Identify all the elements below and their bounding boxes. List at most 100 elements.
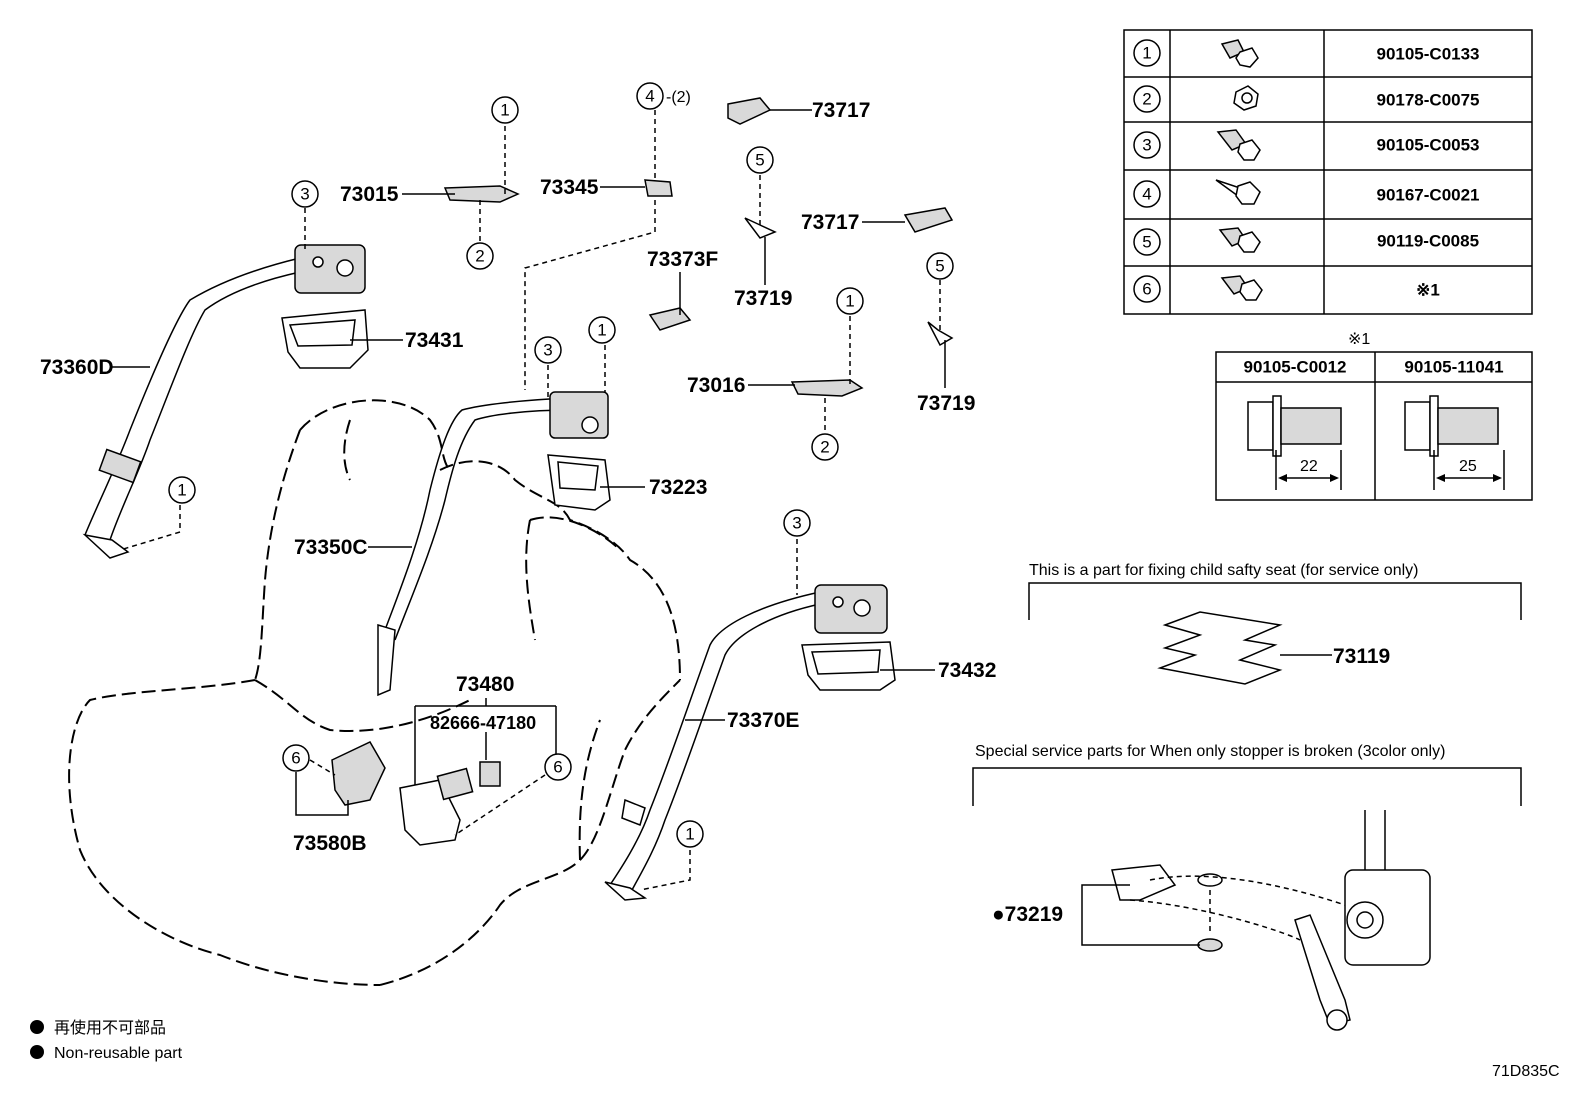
svg-text:6: 6 xyxy=(1142,280,1151,299)
bolt-icon xyxy=(1220,39,1259,68)
outer-belt-left-assembly xyxy=(82,244,369,559)
diagram-code: 71D835C xyxy=(1492,1063,1560,1080)
svg-text:6: 6 xyxy=(291,749,300,768)
part-labels: 73015 73345 73717 73717 73373F 73719 737… xyxy=(40,99,1390,926)
label-73370E: 73370E xyxy=(727,709,799,732)
fastener-part-2: 90178-C0075 xyxy=(1376,91,1479,110)
svg-text:2: 2 xyxy=(1142,90,1151,109)
child-seat-section: This is a part for fixing child safty se… xyxy=(1028,562,1522,620)
label-73480: 73480 xyxy=(456,673,514,696)
fastener-part-5: 90119-C0085 xyxy=(1377,232,1479,251)
note1-length-a: 22 xyxy=(1300,458,1318,475)
note1-table: ※1 90105-C0012 90105-11041 22 25 xyxy=(1215,331,1533,501)
svg-text:2: 2 xyxy=(820,438,829,457)
callout-1-a: 1 xyxy=(491,96,519,124)
svg-text:3: 3 xyxy=(1142,136,1151,155)
label-73717-lower: 73717 xyxy=(801,211,859,234)
outer-belt-right-assembly xyxy=(604,584,896,901)
svg-text:5: 5 xyxy=(1142,233,1151,252)
stopper-section: Special service parts for When only stop… xyxy=(972,743,1522,806)
non-reusable-bullet-icon xyxy=(30,1020,44,1034)
fastener-row-6: 6 ※1 xyxy=(1133,275,1440,303)
label-73719-left: 73719 xyxy=(734,287,792,310)
callout-3-c: 3 xyxy=(783,509,811,537)
fastener-part-1: 90105-C0133 xyxy=(1376,45,1479,64)
fastener-row-1: 1 90105-C0133 xyxy=(1133,39,1480,68)
label-73719-right: 73719 xyxy=(917,392,975,415)
fastener-part-3: 90105-C0053 xyxy=(1376,136,1479,155)
callout-2-b: 2 xyxy=(811,433,839,461)
flange-bolt-25-icon xyxy=(1404,395,1505,490)
stopper-note: Special service parts for When only stop… xyxy=(975,743,1445,760)
callout-5-b: 5 xyxy=(926,252,954,280)
child-seat-plate xyxy=(1157,611,1283,685)
note1-part-b: 90105-11041 xyxy=(1404,358,1503,377)
label-73223: 73223 xyxy=(649,476,707,499)
callout-1-d: 1 xyxy=(168,476,196,504)
callout-1-b: 1 xyxy=(836,287,864,315)
bolt-icon xyxy=(1216,129,1261,161)
child-seat-note: This is a part for fixing child safty se… xyxy=(1029,562,1418,579)
svg-text:1: 1 xyxy=(177,481,186,500)
note1-length-b: 25 xyxy=(1459,458,1477,475)
label-73119: 73119 xyxy=(1333,645,1390,668)
callout-1-c: 1 xyxy=(588,316,616,344)
fastener-row-3: 3 90105-C0053 xyxy=(1133,129,1480,161)
svg-text:3: 3 xyxy=(792,514,801,533)
brackets xyxy=(443,97,954,397)
svg-text:4: 4 xyxy=(1142,185,1151,204)
svg-text:3: 3 xyxy=(300,185,309,204)
label-73015: 73015 xyxy=(340,183,399,206)
callout-2-a: 2 xyxy=(466,242,494,270)
label-73717-upper: 73717 xyxy=(812,99,870,122)
note1-part-a: 90105-C0012 xyxy=(1243,358,1346,377)
non-reusable-bullet-icon xyxy=(30,1045,44,1059)
fastener-row-5: 5 90119-C0085 xyxy=(1133,227,1479,256)
center-belt-assembly xyxy=(377,391,611,697)
fastener-table: 1 90105-C0133 2 90178-C0075 3 90105-C005… xyxy=(1123,29,1533,315)
callout-1-e: 1 xyxy=(676,820,704,848)
fastener-row-4: 4 90167-C0021 xyxy=(1133,179,1480,208)
svg-text:1: 1 xyxy=(597,321,606,340)
fastener-row-2: 2 90178-C0075 xyxy=(1133,85,1480,113)
buckles xyxy=(331,741,501,846)
svg-text:1: 1 xyxy=(1142,44,1151,63)
legend-en: Non-reusable part xyxy=(54,1045,183,1062)
callout-6-a: 6 xyxy=(282,744,310,772)
label-73350C: 73350C xyxy=(294,536,368,559)
callout-3-a: 3 xyxy=(291,180,319,208)
label-73580B: 73580B xyxy=(293,832,367,855)
svg-text:1: 1 xyxy=(845,292,854,311)
nut-icon xyxy=(1233,85,1259,111)
tapping-screw-icon xyxy=(1215,179,1261,205)
label-73016: 73016 xyxy=(687,374,745,397)
label-73360D: 73360D xyxy=(40,356,114,379)
svg-text:1: 1 xyxy=(500,101,509,120)
rear-seat-outline xyxy=(68,399,681,986)
bolt-icon xyxy=(1220,275,1263,301)
callout-4-quantity: -(2) xyxy=(666,89,691,106)
callout-6-b: 6 xyxy=(544,753,572,781)
label-73345: 73345 xyxy=(540,176,599,199)
label-73432: 73432 xyxy=(938,659,996,682)
svg-text:5: 5 xyxy=(755,151,764,170)
leader-lines xyxy=(112,109,1332,946)
fastener-part-4: 90167-C0021 xyxy=(1376,186,1479,205)
callout-4-a: 4 xyxy=(636,82,664,110)
svg-text:6: 6 xyxy=(553,758,562,777)
flange-bolt-22-icon xyxy=(1247,395,1342,490)
label-82666-47180: 82666-47180 xyxy=(430,713,536,733)
callout-markers: 1 2 3 4 -(2) 5 5 1 2 3 1 1 3 1 6 6 xyxy=(168,82,954,848)
callout-dash-lines xyxy=(119,110,941,891)
legend: 再使用不可部品 Non-reusable part xyxy=(30,1019,183,1062)
svg-text:3: 3 xyxy=(543,341,552,360)
label-73431: 73431 xyxy=(405,329,464,352)
label-73219: ●73219 xyxy=(992,903,1063,926)
label-73373F: 73373F xyxy=(647,248,718,271)
bolt-icon xyxy=(1218,227,1261,253)
fastener-part-6: ※1 xyxy=(1416,281,1440,300)
stopper-detail xyxy=(1111,810,1431,1031)
svg-text:2: 2 xyxy=(475,247,484,266)
svg-text:4: 4 xyxy=(645,87,654,106)
